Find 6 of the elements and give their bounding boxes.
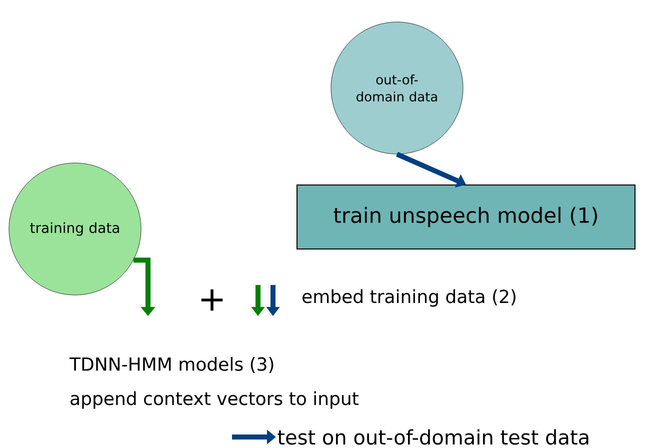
step-text: TDNN-HMM models (3) (70, 356, 274, 374)
step-text: append context vectors to input (70, 391, 358, 409)
process-box: train unspeech model (1) (296, 184, 636, 250)
step-text: embed training data (2) (302, 289, 516, 307)
step-text: test on out-of-domain test data (278, 429, 588, 445)
plus-sign: + (201, 289, 223, 311)
